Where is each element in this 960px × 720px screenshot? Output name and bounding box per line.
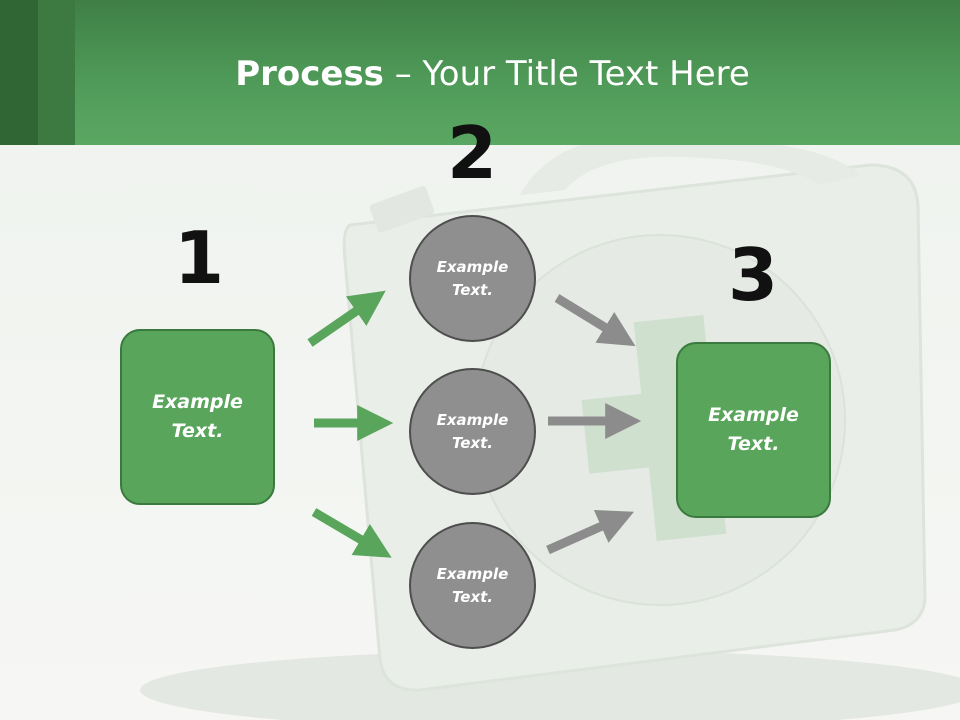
step-3-box[interactable]: Example Text. <box>676 342 831 518</box>
step-3-text: Example Text. <box>708 404 799 455</box>
step-2-circle-2[interactable]: Example Text. <box>409 368 536 495</box>
header-accent-strip <box>0 0 38 145</box>
step-2-circle-1[interactable]: Example Text. <box>409 215 536 342</box>
circle-2-text: Example Text. <box>436 410 509 452</box>
step-number-3: 3 <box>727 233 779 317</box>
header-accent-strip <box>38 0 75 145</box>
circle-1-text: Example Text. <box>436 257 509 299</box>
step-1-box[interactable]: Example Text. <box>120 329 275 505</box>
slide-title: Process – Your Title Text Here <box>0 52 960 96</box>
step-number-1: 1 <box>173 216 225 300</box>
circle-3-text: Example Text. <box>436 564 509 606</box>
step-1-text: Example Text. <box>152 391 243 442</box>
header-band <box>0 0 960 145</box>
title-bold: Process <box>235 54 384 94</box>
step-2-circle-3[interactable]: Example Text. <box>409 522 536 649</box>
title-rest: – Your Title Text Here <box>383 54 750 94</box>
step-number-2: 2 <box>446 111 498 195</box>
